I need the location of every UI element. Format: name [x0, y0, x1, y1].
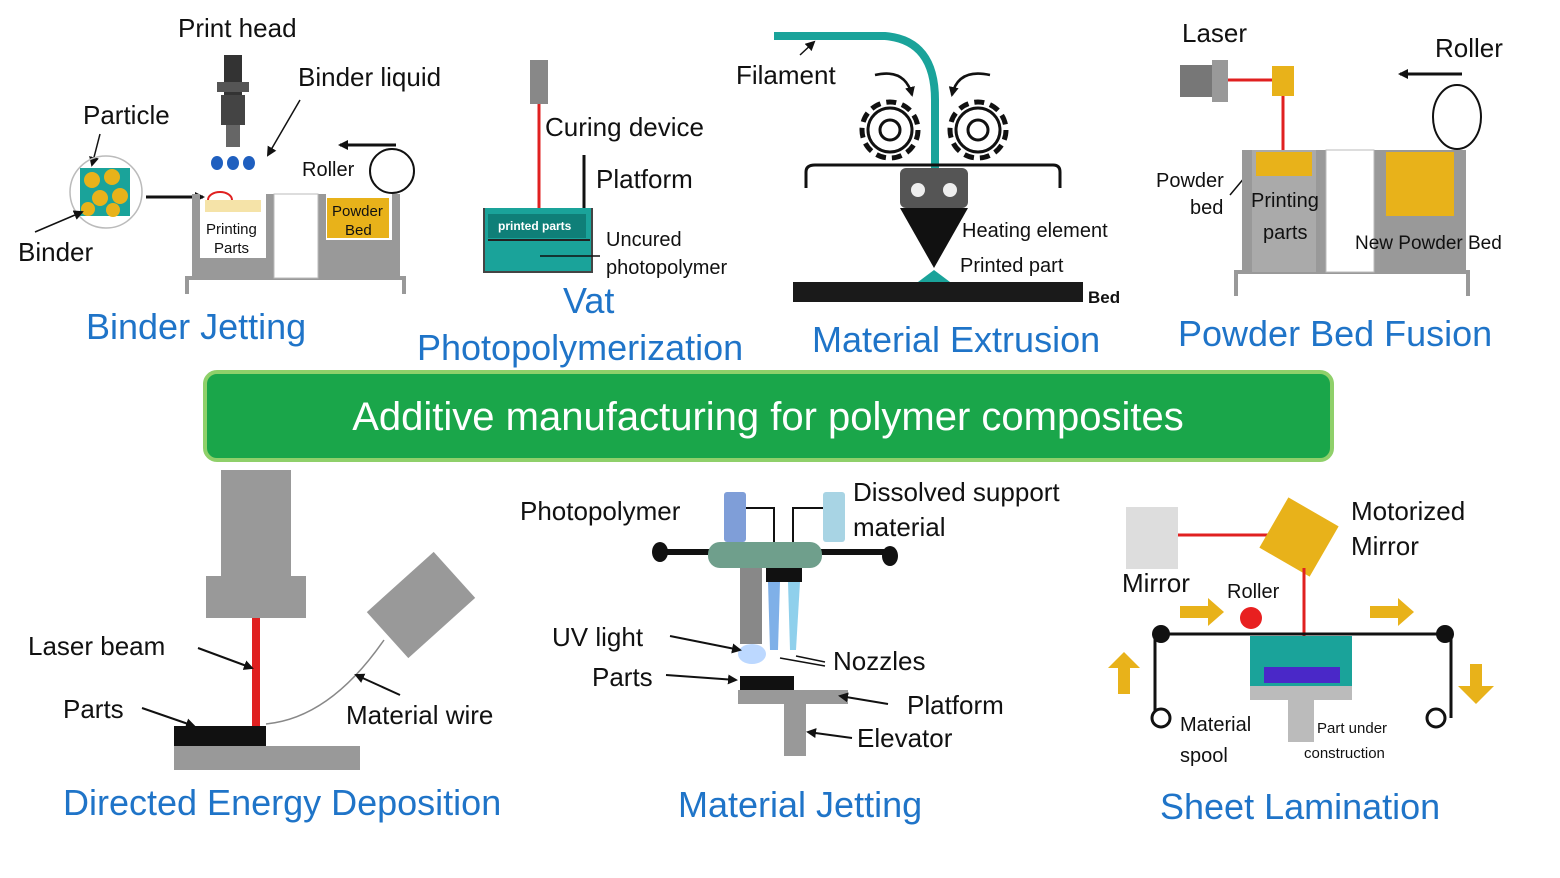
uv-light-glow [738, 644, 766, 664]
particle-label: Particle [83, 100, 170, 130]
pbf-roller-icon [1432, 84, 1482, 150]
ded-panel: Laser beam Parts Material wire Directed … [28, 470, 501, 823]
laser-head-icon [206, 470, 306, 618]
printed-parts-label: printed parts [498, 219, 572, 233]
particle-cluster-icon [69, 155, 143, 229]
mj-parts-label: Parts [592, 662, 653, 692]
part-under-label-1: Part under [1317, 720, 1387, 737]
powder-bed-fusion-panel: Laser Roller Powder bed Printing parts N… [1156, 18, 1503, 354]
print-bed [793, 282, 1083, 302]
binder-jetting-panel: Print head Binder liquid Particle Binder [18, 13, 441, 347]
binder-jetting-title: Binder Jetting [86, 306, 306, 347]
pbf-powder-bed-label-1: Powder [1156, 170, 1224, 192]
pbf-powder-bed-label-2: bed [1190, 197, 1223, 219]
sheet-lamination-title: Sheet Lamination [1160, 786, 1440, 827]
uv-light-label: UV light [552, 622, 644, 652]
motorized-label-2: Mirror [1351, 531, 1419, 561]
mj-part [740, 676, 794, 690]
printing-parts-label-1: Printing [206, 221, 257, 238]
printed-part-label: Printed part [960, 255, 1064, 277]
curing-device-icon [530, 60, 548, 104]
mj-elevator [784, 704, 806, 756]
print-head-carriage [652, 542, 898, 650]
roller-icon [369, 148, 415, 194]
printing-parts-label-2: Parts [214, 240, 249, 257]
sl-roller-label: Roller [1227, 581, 1280, 603]
scanner-mirror-icon [1272, 66, 1294, 96]
material-jetting-panel: Photopolymer Dissolved support material … [520, 477, 1060, 825]
motorized-label-1: Motorized [1351, 496, 1465, 526]
elevator-label: Elevator [857, 723, 953, 753]
photopolymer-label: Photopolymer [520, 496, 681, 526]
laser-beam-label: Laser beam [28, 631, 165, 661]
powder-bed-fusion-title: Powder Bed Fusion [1178, 313, 1492, 354]
binder-liquid-label: Binder liquid [298, 62, 441, 92]
uncured-label-1: Uncured [606, 229, 682, 251]
vat-panel: Curing device Platform printed parts Unc… [417, 60, 743, 368]
ded-substrate [174, 746, 360, 770]
print-head-icon [217, 55, 249, 147]
material-jetting-title: Material Jetting [678, 784, 922, 825]
left-gear-icon [859, 99, 921, 161]
pbf-machine [1234, 149, 1470, 296]
uncured-label-2: photopolymer [606, 257, 728, 279]
sheet-path [1150, 625, 1454, 729]
laser-source-icon [1180, 60, 1228, 102]
binder-droplets-icon [211, 156, 255, 170]
ded-part [174, 726, 266, 746]
material-extrusion-title: Material Extrusion [812, 319, 1100, 360]
vat-tank [483, 208, 600, 273]
wire-feeder-icon [366, 551, 476, 659]
photopolymer-cartridge [724, 492, 746, 542]
pbf-printing-parts-label-2: parts [1263, 222, 1307, 244]
platform-label: Platform [596, 164, 693, 194]
title-banner: Additive manufacturing for polymer compo… [203, 370, 1334, 462]
part-under-label-2: construction [1304, 745, 1385, 762]
laser-label: Laser [1182, 18, 1247, 48]
powder-bed-label-1: Powder [332, 203, 383, 220]
print-head-label: Print head [178, 13, 297, 43]
powder-bed-label-2: Bed [345, 222, 372, 239]
pbf-roller-label: Roller [1435, 33, 1503, 63]
roller-label: Roller [302, 159, 355, 181]
nozzles-label: Nozzles [833, 646, 925, 676]
sl-roller-icon [1240, 607, 1262, 629]
binder-label: Binder [18, 237, 93, 267]
dissolved-label-2: material [853, 512, 945, 542]
mj-platform [738, 690, 848, 704]
material-spool-label-1: Material [1180, 714, 1251, 736]
motion-arrows [1108, 598, 1494, 704]
mj-platform-label: Platform [907, 690, 1004, 720]
material-extrusion-panel: Filament Heating element Printed part Be… [736, 32, 1120, 360]
new-powder-bed-label: New Powder Bed [1355, 233, 1502, 254]
material-spool-label-2: spool [1180, 745, 1228, 767]
material-wire-label: Material wire [346, 700, 493, 730]
dissolved-label-1: Dissolved support [853, 477, 1060, 507]
pbf-printing-parts-label-1: Printing [1251, 190, 1319, 212]
extruder-nozzle [900, 168, 968, 282]
laser-source-blur [1126, 507, 1178, 569]
banner-title: Additive manufacturing for polymer compo… [352, 395, 1183, 439]
ded-title: Directed Energy Deposition [63, 782, 501, 823]
sheet-lamination-panel: Motorized Mirror Mirror Roller Material [1108, 496, 1494, 827]
right-gear-icon [947, 99, 1009, 161]
binder-machine [185, 191, 406, 294]
support-cartridge [823, 492, 845, 542]
motorized-mirror-icon [1259, 497, 1339, 577]
build-chamber [1250, 636, 1352, 742]
filament-label: Filament [736, 60, 836, 90]
heating-element-label: Heating element [962, 220, 1108, 242]
ded-parts-label: Parts [63, 694, 124, 724]
curing-device-label: Curing device [545, 112, 704, 142]
bed-label: Bed [1088, 288, 1120, 307]
mirror-label: Mirror [1122, 568, 1190, 598]
vat-title-1: Vat [563, 280, 614, 321]
vat-title-2: Photopolymerization [417, 327, 743, 368]
